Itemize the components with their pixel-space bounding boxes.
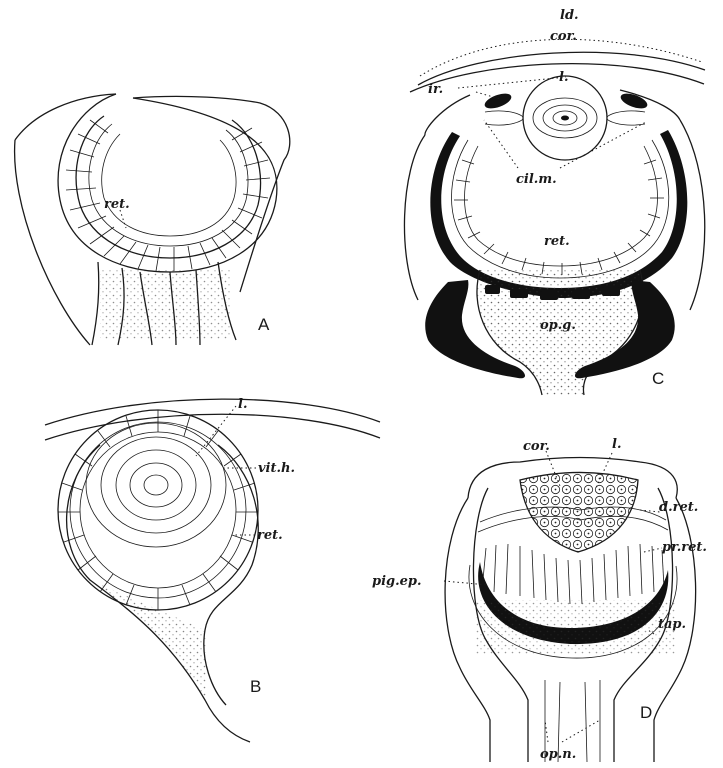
panel-d: cor. l. d.ret. pr.ret. pig.ep. tap. op.n…: [372, 437, 707, 762]
label-l-c: l.: [559, 70, 568, 85]
label-op-n-d: op.n.: [540, 747, 576, 762]
panel-letter-d: D: [640, 703, 652, 722]
panel-letter-c: C: [652, 369, 664, 388]
label-op-g-c: op.g.: [540, 318, 576, 333]
panel-c: ld. cor. l. ir. cil.m. ret. op.g. C: [404, 8, 705, 395]
label-l-b: l.: [238, 397, 247, 412]
label-ret-c: ret.: [544, 234, 570, 249]
panel-b: l. vit.h. ret. B: [45, 397, 380, 742]
label-pig-ep-d: pig.ep.: [372, 574, 422, 589]
panel-letter-b: B: [250, 677, 261, 696]
panel-a: ret. A: [15, 94, 290, 345]
label-pr-ret-d: pr.ret.: [662, 540, 707, 555]
label-d-ret-d: d.ret.: [659, 500, 698, 515]
panel-letter-a: A: [258, 315, 270, 334]
label-cor-c: cor.: [550, 29, 577, 44]
label-ld-c: ld.: [560, 8, 579, 23]
label-ret-b: ret.: [257, 528, 283, 543]
label-ir-c: ir.: [428, 82, 443, 97]
label-l-d: l.: [612, 437, 621, 452]
label-cil-m-c: cil.m.: [516, 172, 557, 187]
label-tap-d: tap.: [658, 617, 686, 632]
label-ret-a: ret.: [104, 197, 130, 212]
label-cor-d: cor.: [523, 439, 550, 454]
label-vit-h-b: vit.h.: [258, 461, 295, 476]
